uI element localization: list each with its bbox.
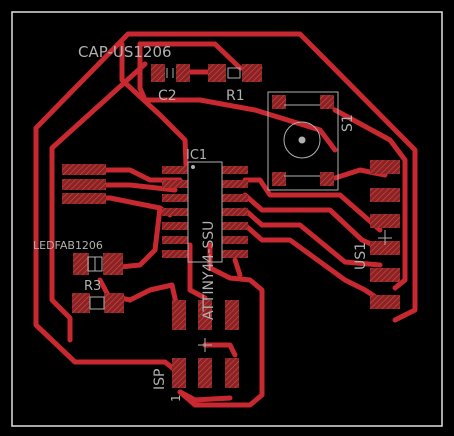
pad-ic-l6 [162, 236, 188, 244]
ic1-body-outline [187, 161, 223, 263]
pad-us1-1 [370, 160, 400, 174]
label-ic1: IC1 [186, 148, 207, 163]
pad-left-2 [62, 179, 106, 190]
label-cap-us1206: CAP-US1206 [78, 43, 172, 61]
trace-ic-led [107, 205, 163, 271]
pad-r3-1 [72, 293, 90, 313]
trace-ic-isp-3 [232, 257, 243, 278]
pad-isp-6 [225, 358, 239, 388]
pad-isp-5 [198, 358, 212, 388]
pad-us1-6 [370, 295, 400, 309]
pad-isp-4 [172, 358, 186, 388]
pad-s1-4 [320, 172, 334, 186]
trace-ic-isp-2 [177, 242, 265, 408]
trace-inner-loop-1 [119, 41, 189, 168]
pad-ic-l2 [162, 180, 188, 188]
pad-us1-2 [370, 188, 400, 202]
pad-c2-2 [176, 64, 190, 82]
trace-ic-right-3 [242, 207, 383, 268]
trace-ic-right-1 [242, 177, 383, 233]
pad-ic-r5 [222, 222, 248, 230]
pad-left-1 [62, 164, 106, 175]
pad-left-3 [62, 193, 106, 204]
label-isp: ISP [152, 369, 168, 390]
pad-ic-l3 [162, 194, 188, 202]
pad-c2-1 [151, 64, 165, 82]
trace-s1-right [332, 107, 408, 291]
trace-ic-right-4 [242, 222, 383, 303]
label-r1: R1 [226, 88, 245, 104]
pad-ic-r1 [222, 166, 248, 174]
pad-us1-4 [370, 241, 400, 255]
pad-ic-r6 [222, 236, 248, 244]
silkscreen-graphics [87, 67, 392, 352]
label-isp-pin1: 1 [169, 394, 183, 402]
pad-s1-2 [320, 95, 334, 109]
pad-ic-r4 [222, 208, 248, 216]
trace-outer-loop [125, 31, 418, 323]
board-outline [11, 11, 443, 427]
trace-ic-right-2 [242, 192, 383, 251]
s1-body-outline [267, 91, 339, 191]
trace-isp-bottom [177, 389, 233, 403]
r3-body-outline [89, 296, 105, 310]
pad-ic-r2 [222, 180, 248, 188]
pad-isp-2 [198, 300, 212, 330]
pad-r1-1 [208, 64, 226, 82]
ic1-pin1-dot [191, 165, 195, 169]
pad-ic-r3 [222, 194, 248, 202]
label-attiny44-ssu: ATTINY44-SSU [201, 221, 217, 320]
pad-isp-3 [225, 300, 239, 330]
pad-r1-2 [242, 64, 262, 82]
label-ledfab1206: LEDFAB1206 [33, 239, 103, 252]
pad-ic-l5 [162, 222, 188, 230]
pad-ic-l4 [162, 208, 188, 216]
pad-s1-3 [272, 172, 286, 186]
pad-r3-2 [104, 293, 124, 313]
pad-us1-3 [370, 214, 400, 228]
pad-led-2 [103, 253, 123, 275]
trace-r3-isp [127, 282, 181, 315]
pad-led-1 [73, 253, 89, 275]
pad-isp-1 [172, 300, 186, 330]
trace-to-cap [137, 41, 338, 153]
label-s1: S1 [340, 114, 356, 132]
label-c2: C2 [158, 88, 177, 104]
pad-us1-5 [370, 268, 400, 282]
s1-button-circle [283, 121, 321, 159]
label-r3: R3 [84, 279, 101, 294]
pad-ic-l1 [162, 166, 188, 174]
s1-button-inner [298, 136, 306, 144]
pad-s1-1 [272, 95, 286, 109]
trace-isp-mid [202, 342, 238, 358]
pad-ic-r7 [222, 250, 248, 258]
pad-ic-l7 [162, 250, 188, 258]
pads [62, 64, 400, 388]
trace-left-outer [33, 31, 178, 373]
label-us1: US1 [353, 242, 369, 270]
trace-left-diag [49, 61, 148, 343]
